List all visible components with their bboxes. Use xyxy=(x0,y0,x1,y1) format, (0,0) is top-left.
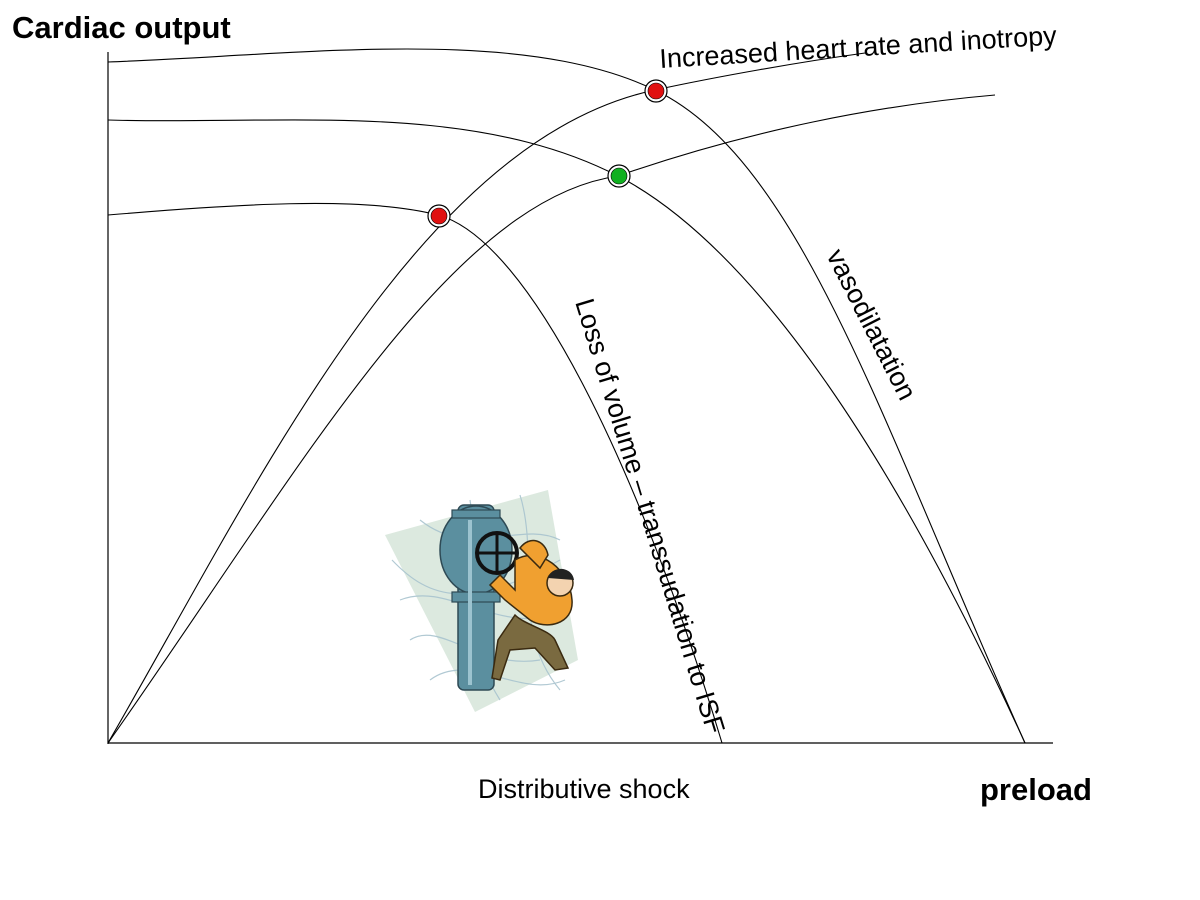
intersection-marker-upper xyxy=(644,79,668,103)
x-axis-label: preload xyxy=(980,772,1092,807)
intersection-marker-lower xyxy=(427,204,451,228)
diagram-caption: Distributive shock xyxy=(478,774,690,804)
venous-return-curve-volume-loss xyxy=(107,202,723,744)
vasodilatation-label: vasodilatation xyxy=(821,244,923,405)
worker-turning-valve-icon xyxy=(385,490,578,712)
intersection-marker-normal xyxy=(607,164,631,188)
volume-loss-label: Loss of volume – transsudation to ISF xyxy=(569,295,730,737)
inotropy-label: Increased heart rate and inotropy xyxy=(659,20,1058,74)
y-axis-label: Cardiac output xyxy=(12,10,231,45)
venous-return-curve-vasodilatation xyxy=(107,48,1026,744)
cardiac-function-curve-normal xyxy=(107,94,996,744)
cardiac-function-curve-increased xyxy=(107,52,866,744)
